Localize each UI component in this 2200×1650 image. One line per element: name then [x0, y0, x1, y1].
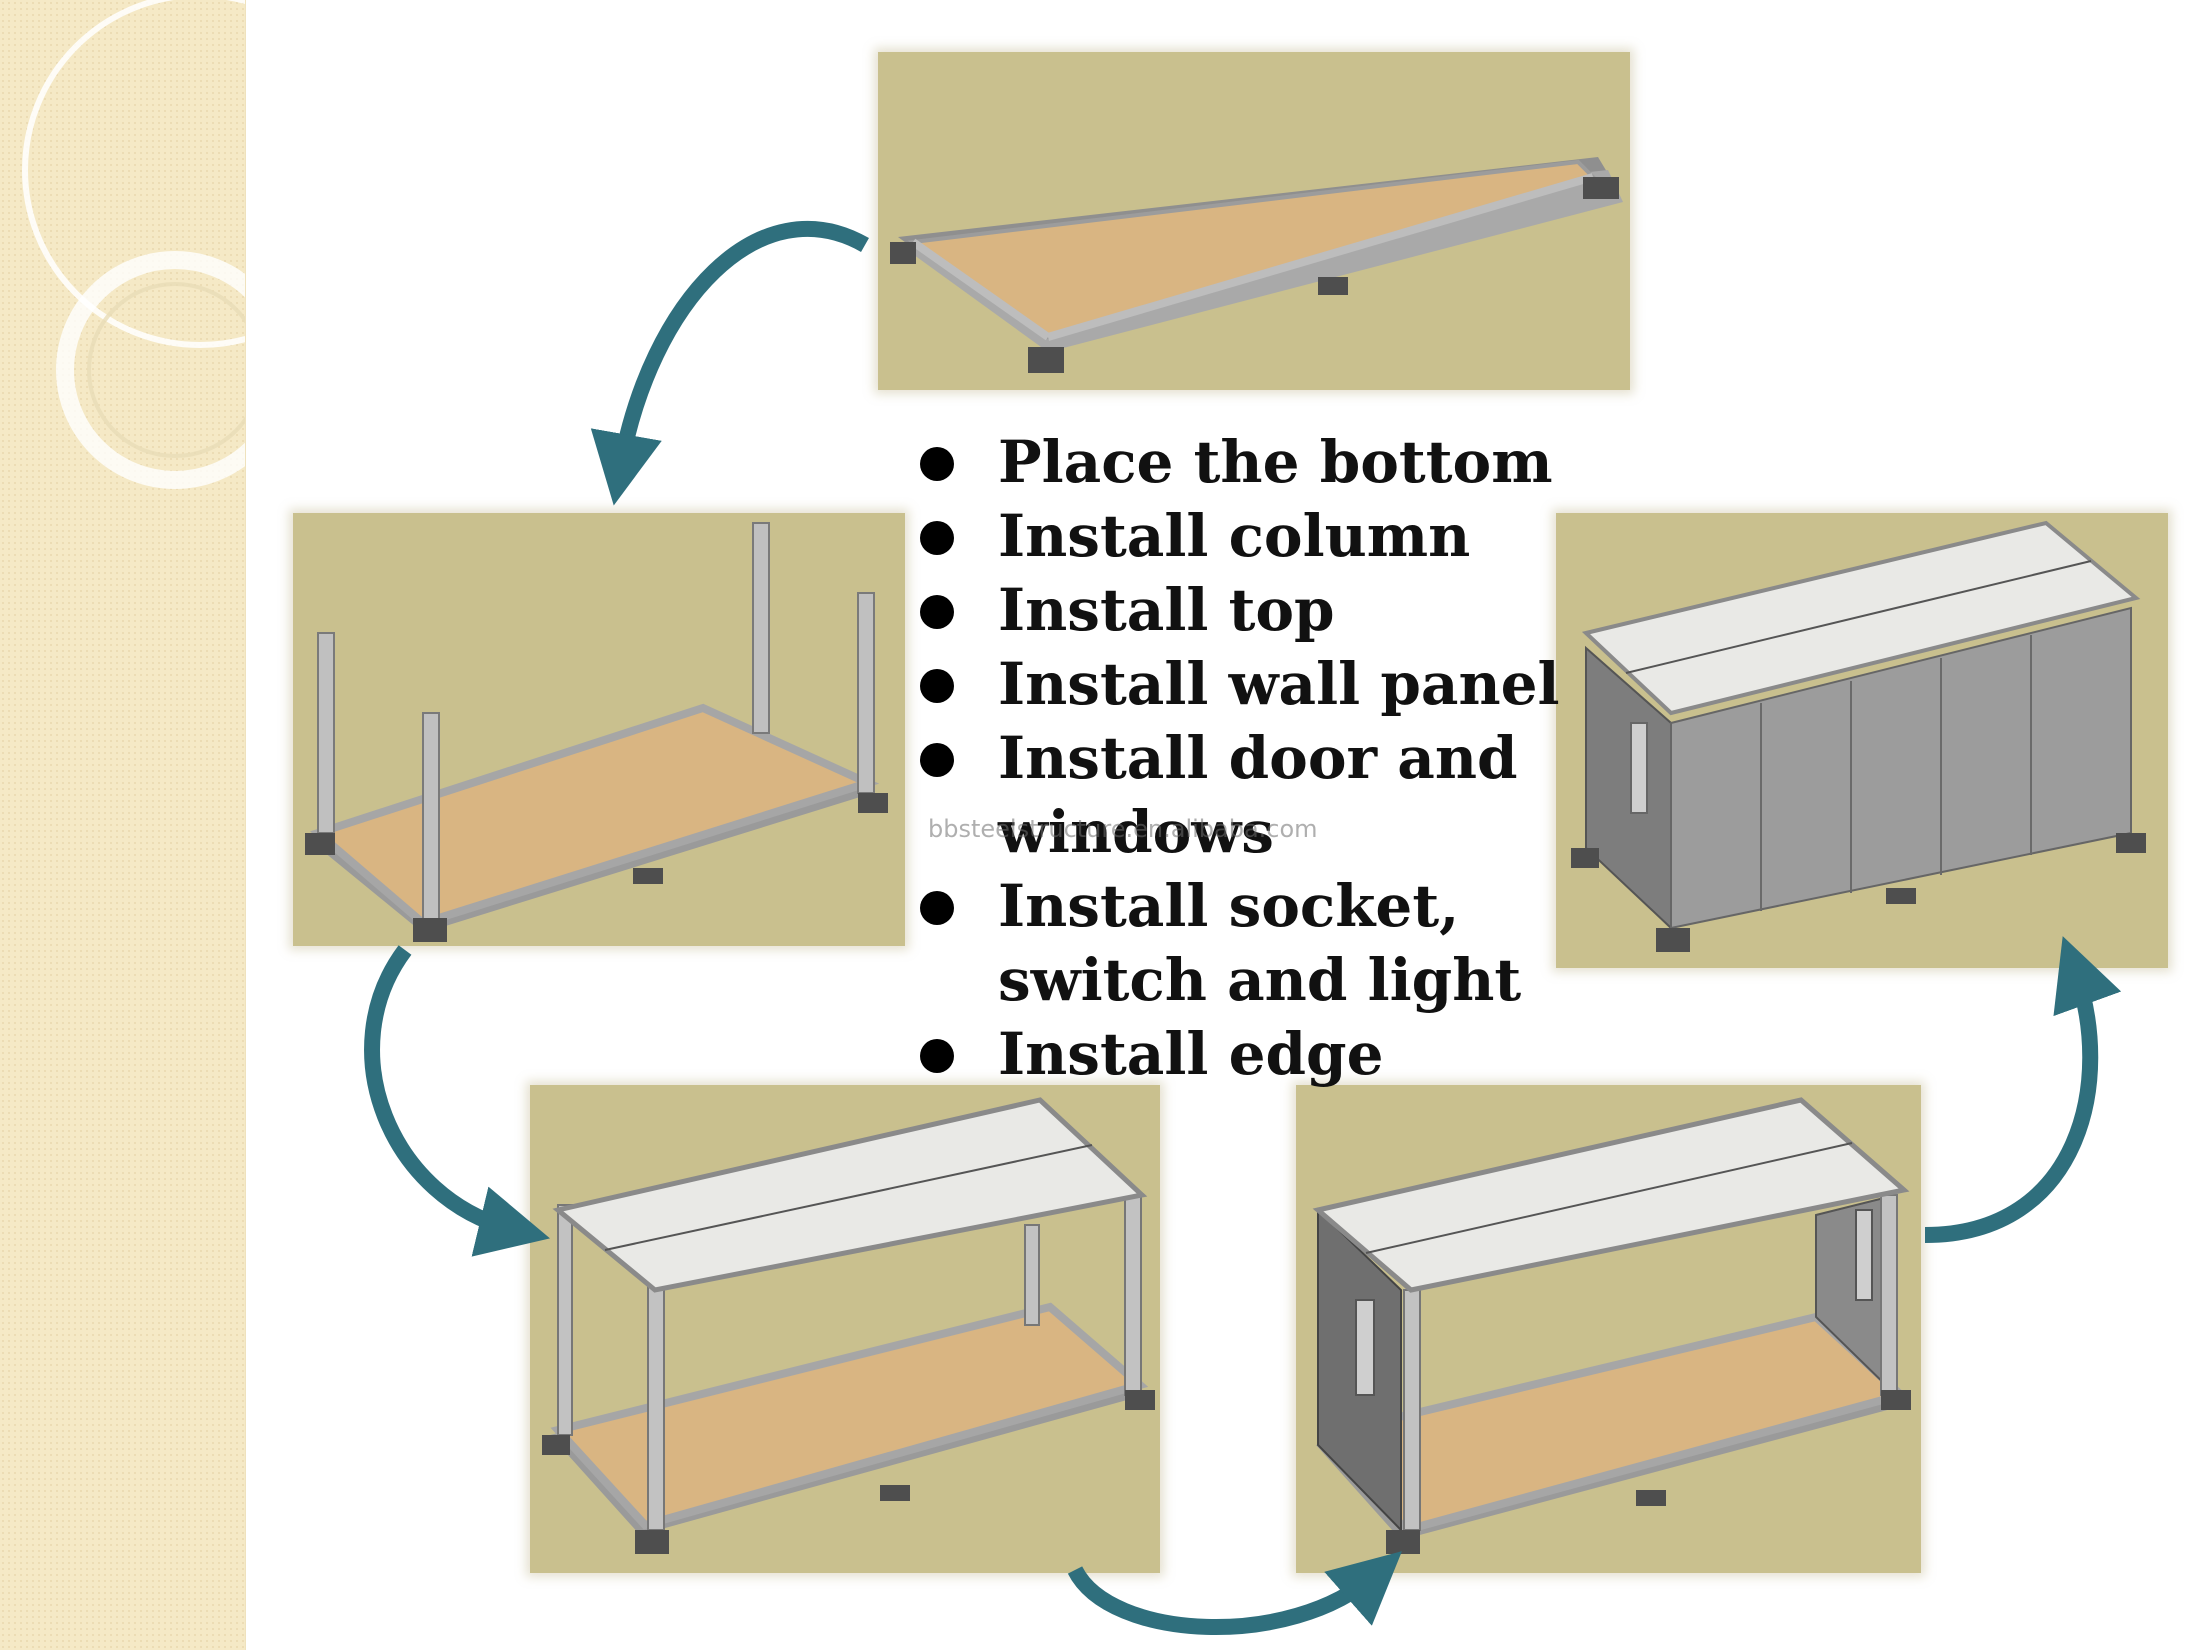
step-item: Install column	[920, 499, 1620, 573]
step-item: Install edge	[920, 1017, 1620, 1091]
step-item: Install door and windows	[920, 721, 1620, 869]
container-complete-icon	[1571, 520, 2146, 952]
container-floor-icon	[890, 157, 1623, 373]
arrow-door-to-wall-icon	[1924, 936, 2122, 1243]
container-roof-icon	[542, 1097, 1155, 1554]
decorative-rings-icon	[22, 0, 245, 489]
container-columns-icon	[305, 522, 888, 942]
stage-top-image	[530, 1085, 1160, 1573]
arrow-top-to-door-icon	[1067, 1551, 1403, 1635]
step-item: Place the bottom	[920, 425, 1620, 499]
step-item: Install top	[920, 573, 1620, 647]
decorative-sidebar	[0, 0, 246, 1650]
stage-columns-image	[293, 513, 905, 946]
arrow-columns-to-top-icon	[364, 945, 550, 1257]
step-item: Install socket, switch and light	[920, 869, 1620, 1017]
installation-steps-list: Place the bottom Install column Install …	[920, 425, 1620, 1091]
arrow-bottom-to-columns-icon	[590, 220, 869, 506]
container-door-icon	[1312, 1097, 1911, 1554]
stage-door-windows-image	[1296, 1085, 1921, 1573]
stage-wall-panels-image	[1556, 513, 2168, 968]
watermark-text: bbsteelstructure.en.alibaba.com	[928, 815, 1318, 843]
stage-bottom-image	[878, 52, 1630, 390]
step-item: Install wall panel	[920, 647, 1620, 721]
